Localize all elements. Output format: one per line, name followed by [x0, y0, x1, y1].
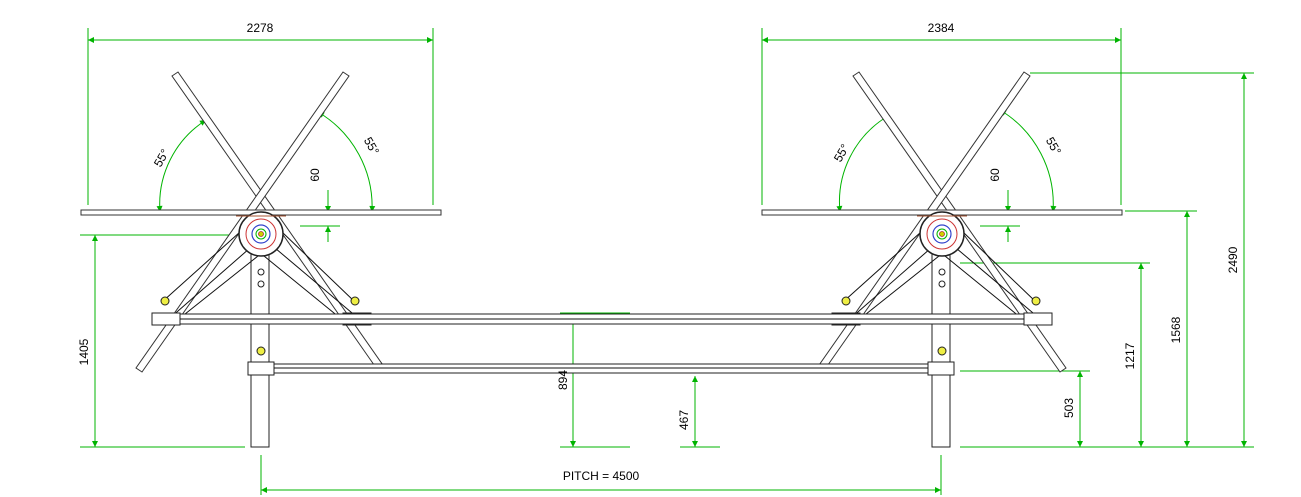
right-upper-beam-end — [1023, 312, 1053, 326]
dim-right-small-height: 503 — [1062, 398, 1076, 418]
right-struts — [842, 231, 1040, 323]
dim-right-angle-b: 55° — [1043, 135, 1064, 158]
left-bolt-5 — [257, 280, 265, 288]
dimension-labels: 2278 2384 55° 55° 55° 55° 60 60 1405 894… — [77, 21, 1240, 483]
right-bolt-1 — [841, 296, 851, 306]
connecting-beams — [179, 313, 1025, 374]
dim-right-mid-height: 1217 — [1123, 342, 1137, 369]
dim-left-offset: 60 — [308, 168, 322, 182]
dim-lower-beam-height: 467 — [677, 410, 691, 430]
dim-overall-height: 2490 — [1226, 246, 1240, 273]
left-lower-beam-end — [247, 361, 275, 376]
left-bolt-1 — [160, 296, 170, 306]
left-upper-beam-end — [151, 312, 181, 326]
dimension-lines — [80, 28, 1254, 495]
dim-right-span: 2384 — [928, 21, 955, 35]
dim-left-height: 1405 — [77, 338, 91, 365]
right-bolt-4 — [938, 268, 946, 276]
left-struts — [161, 231, 359, 323]
dim-right-pivot-height: 1568 — [1169, 316, 1183, 343]
right-pivot — [917, 211, 967, 257]
dim-pitch: PITCH = 4500 — [563, 469, 640, 483]
dim-right-angle-a: 55° — [831, 141, 852, 164]
left-tracker — [80, 71, 442, 448]
dim-center-height: 894 — [556, 370, 570, 390]
right-bolt-3 — [937, 346, 947, 356]
right-bolt-5 — [938, 280, 946, 288]
right-lower-beam-end — [927, 361, 955, 376]
dim-left-angle-b: 55° — [361, 135, 382, 158]
left-bolt-3 — [256, 346, 266, 356]
dim-right-offset: 60 — [988, 168, 1002, 182]
left-bolt-4 — [257, 268, 265, 276]
right-bolt-2 — [1031, 296, 1041, 306]
left-bolt-2 — [350, 296, 360, 306]
dim-left-span: 2278 — [247, 21, 274, 35]
left-pivot — [236, 211, 286, 257]
right-tracker — [761, 71, 1123, 448]
dim-left-angle-a: 55° — [151, 146, 172, 169]
